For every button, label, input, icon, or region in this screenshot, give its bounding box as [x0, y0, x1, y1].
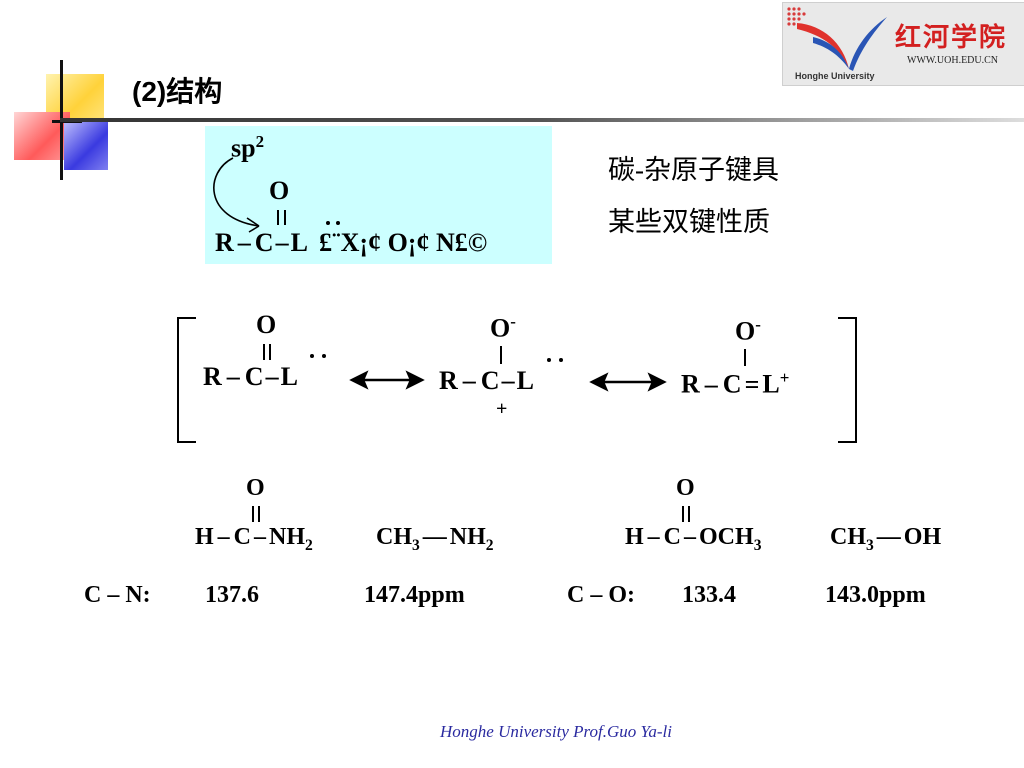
co-value-methyl-formate: 133.4	[682, 582, 736, 608]
res3-oxygen: O-	[735, 315, 761, 346]
res3-formula: R–C=L+	[681, 368, 790, 399]
description-line-1: 碳-杂原子键具	[608, 155, 779, 185]
sp-label: sp2	[231, 132, 265, 163]
methanol-formula: CH3—OH	[830, 524, 942, 554]
formamide-oxygen: O	[246, 475, 265, 501]
logo-english: Honghe University	[795, 71, 875, 81]
description-line-2: 某些双键性质	[608, 207, 770, 237]
co-label: C – O:	[567, 582, 635, 608]
co-value-methanol: 143.0ppm	[825, 582, 926, 608]
res2-positive-charge: +	[496, 398, 508, 420]
box-oxygen: O	[269, 176, 290, 205]
logo-url: WWW.UOH.EDU.CN	[907, 55, 999, 66]
hybridization-arrow-icon	[213, 157, 260, 233]
logo-name: 红河学院	[895, 23, 1008, 52]
header-rule	[60, 118, 1024, 122]
footer-credit: Honghe University Prof.Guo Ya-li	[440, 722, 673, 741]
box-formula-line: R–C–L £¨X¡¢ O¡¢ N£©	[215, 228, 488, 257]
slide-title: (2)结构	[132, 76, 223, 107]
structure-box: sp2 O R–C–L £¨X¡¢ O¡¢ N£©	[205, 126, 552, 264]
blue-square	[64, 118, 108, 170]
res1-formula: R–C–L	[203, 362, 298, 391]
methyl-formate-oxygen: O	[676, 475, 695, 501]
res2-formula: R–C–L	[439, 366, 534, 395]
res2-oxygen: O-	[490, 312, 516, 343]
formamide-formula: H–C–NH2	[195, 524, 313, 554]
methyl-formate-formula: H–C–OCH3	[625, 524, 762, 554]
box-garbled-text: £¨X¡¢ O¡¢ N£©	[318, 228, 488, 257]
logo-swoosh-icon	[787, 7, 887, 71]
box-double-bond	[277, 210, 286, 225]
resonance-arrow-2	[589, 372, 667, 392]
methylamine-formula: CH3—NH2	[376, 524, 494, 554]
cn-value-formamide: 137.6	[205, 582, 259, 608]
res1-oxygen: O	[256, 310, 277, 339]
cn-label: C – N:	[84, 582, 151, 608]
resonance-arrow-1	[349, 370, 425, 390]
university-logo: 红河学院 WWW.UOH.EDU.CN Honghe University	[782, 2, 1024, 86]
cn-value-methylamine: 147.4ppm	[364, 582, 465, 608]
